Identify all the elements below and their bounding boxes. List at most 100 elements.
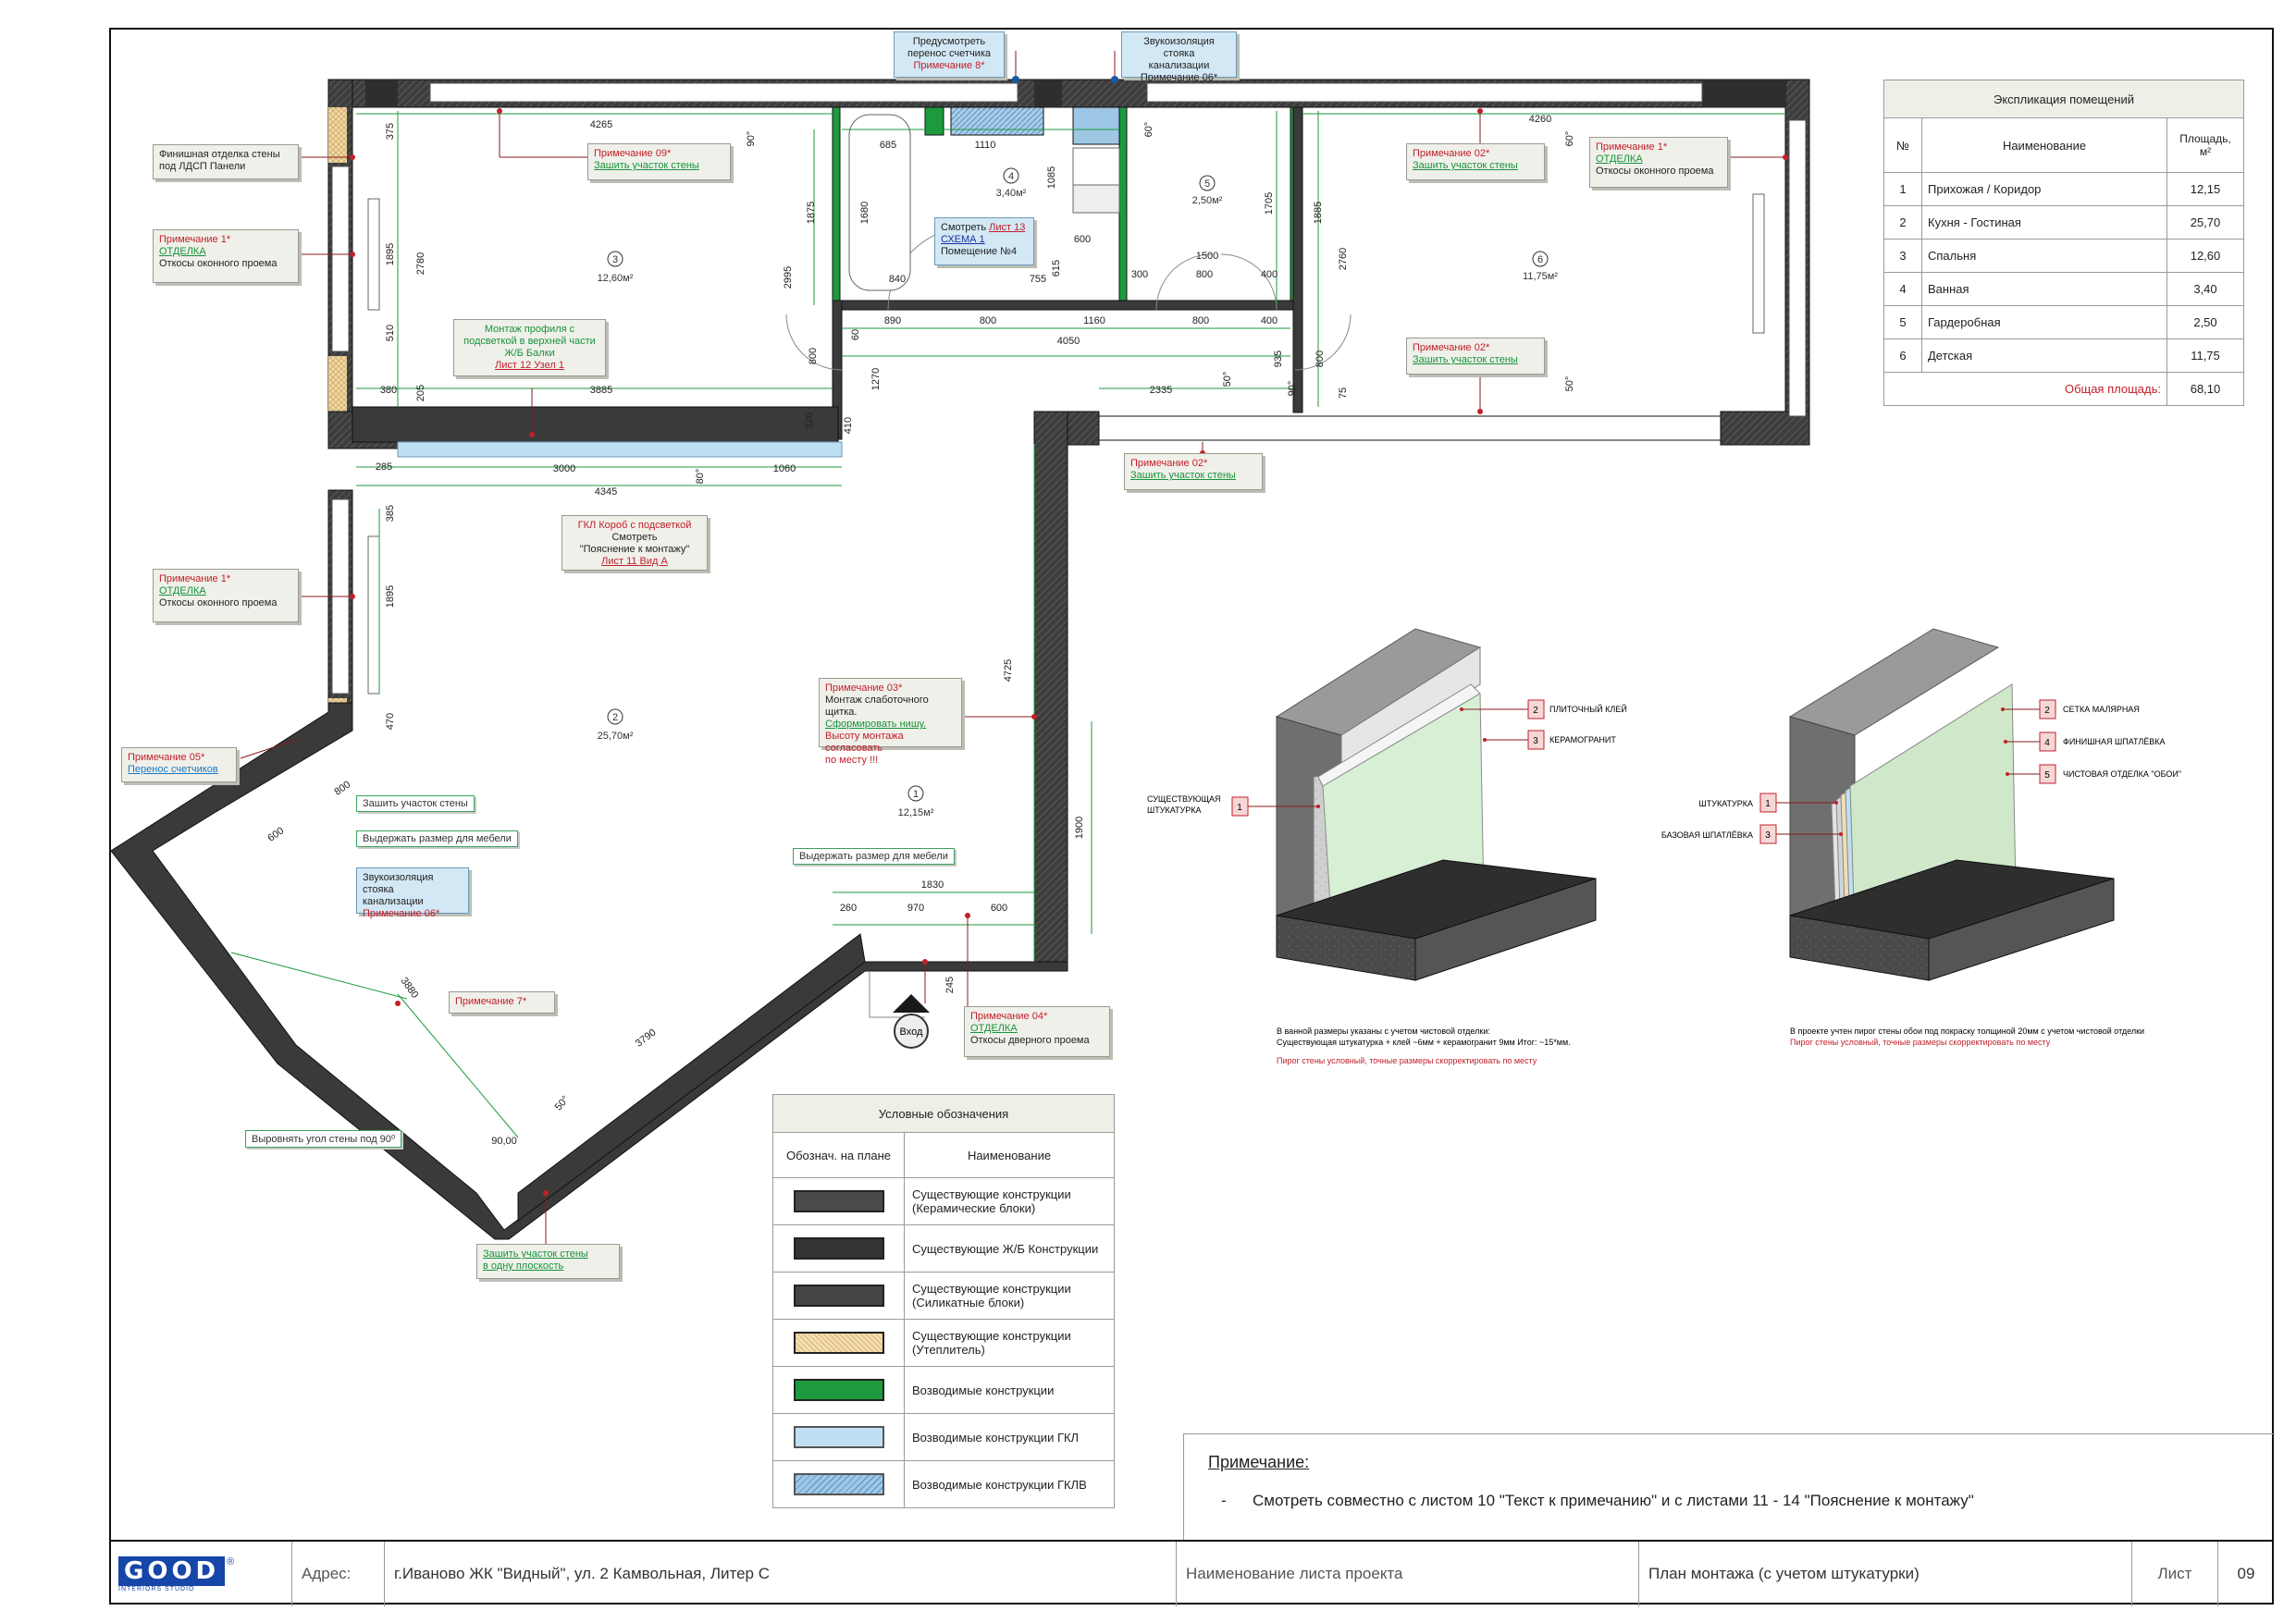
svg-text:3000: 3000 [553,463,575,474]
sheet-name-label: Наименование листа проекта [1177,1542,1639,1606]
note-window-1a: Примечание 1* ОТДЕЛКА Откосы оконного пр… [153,229,299,283]
svg-text:1900: 1900 [1074,817,1085,839]
svg-text:1: 1 [1765,799,1771,809]
note-wall-plane: Зашить участок стены в одну плоскость [476,1244,620,1279]
svg-text:2: 2 [2044,706,2050,716]
note-see-sheet13: Смотреть Лист 13 СХЕМА 1 Помещение №4 [934,217,1034,265]
note-profile: Монтаж профиля с подсветкой в верхней ча… [453,319,606,376]
svg-text:1830: 1830 [921,879,944,891]
svg-text:3880: 3880 [399,976,421,1001]
svg-text:ШТУКАТУРКА: ШТУКАТУРКА [1699,799,1753,808]
svg-text:2995: 2995 [783,266,794,289]
note-wall-02c: Примечание 02* Зашить участок стены [1124,453,1263,490]
room-5-area: 2,50м² [1192,195,1223,206]
svg-text:800: 800 [980,315,996,326]
svg-text:50°: 50° [1222,372,1233,387]
svg-text:60°: 60° [1143,122,1154,138]
svg-text:510: 510 [385,325,396,341]
svg-text:80°: 80° [695,469,706,485]
svg-text:1705: 1705 [1264,192,1275,215]
svg-text:4345: 4345 [595,486,617,498]
svg-text:1060: 1060 [773,463,796,474]
svg-text:1680: 1680 [859,202,870,224]
svg-text:410: 410 [843,417,854,434]
svg-text:СЕТКА МАЛЯРНАЯ: СЕТКА МАЛЯРНАЯ [2063,705,2140,714]
svg-text:400: 400 [1261,315,1278,326]
svg-text:В ванной размеры указаны с уче: В ванной размеры указаны с учетом чистов… [1277,1027,1490,1036]
svg-text:470: 470 [385,713,396,730]
address-label: Адрес: [292,1542,385,1606]
svg-text:90°: 90° [1287,381,1298,397]
entrance-marker: Вход [893,994,930,1049]
svg-text:КЕРАМОГРАНИТ: КЕРАМОГРАНИТ [1549,735,1616,744]
svg-text:60°: 60° [1564,131,1575,147]
note-counters-05: Примечание 05* Перенос счетчиков [121,747,237,782]
address-value: г.Иваново ЖК "Видный", ул. 2 Камвольная,… [385,1542,1177,1606]
svg-text:1085: 1085 [1046,166,1057,189]
sheet-label: Лист [2132,1542,2218,1606]
svg-text:1895: 1895 [385,243,396,265]
svg-text:В проекте учтен пирог стены об: В проекте учтен пирог стены обои под пок… [1790,1027,2144,1036]
svg-text:БАЗОВАЯ ШПАТЛЁВКА: БАЗОВАЯ ШПАТЛЁВКА [1661,830,1753,840]
svg-text:800: 800 [1196,269,1213,280]
door-swings [785,226,1352,1018]
svg-text:3885: 3885 [590,385,612,396]
svg-text:285: 285 [376,461,392,473]
svg-text:5: 5 [2044,770,2050,781]
svg-text:840: 840 [889,274,906,285]
room-2-area: 25,70м² [598,731,634,742]
leader-dots [350,108,1788,1196]
room-2-num: 2 [612,712,618,723]
svg-text:2760: 2760 [1338,248,1349,270]
svg-text:375: 375 [385,123,396,140]
svg-text:205: 205 [415,385,426,401]
svg-text:75: 75 [1338,387,1349,399]
room-3-area: 12,60м² [598,273,634,284]
svg-text:50°: 50° [553,1094,572,1113]
logo-subtitle: INTERIORS STUDIO [118,1585,195,1592]
legend-table: Условные обозначения Обознач. на плане Н… [772,1094,1115,1508]
svg-text:90,00: 90,00 [491,1136,517,1147]
note-sound-riser-bottom: Звукоизоляция стояка канализации Примеча… [356,867,469,919]
svg-text:2780: 2780 [415,252,426,275]
note-wall-02b: Примечание 02* Зашить участок стены [1406,338,1545,375]
swatch-insulation [793,1332,884,1354]
svg-text:Существующая штукатурка + клей: Существующая штукатурка + клей ~6мм + ке… [1277,1038,1571,1047]
svg-text:ФИНИШНАЯ ШПАТЛЁВКА: ФИНИШНАЯ ШПАТЛЁВКА [2063,737,2166,746]
svg-text:1875: 1875 [806,202,817,224]
note-7: Примечание 7* [449,991,555,1014]
svg-text:ШТУКАТУРКА: ШТУКАТУРКА [1147,805,1201,815]
svg-text:Пирог стены условный, точные р: Пирог стены условный, точные размеры ско… [1790,1038,2051,1047]
room-3-num: 3 [612,254,618,265]
swatch-new-construction [793,1379,884,1401]
room-labels: 1 12,15м² 2 25,70м² 3 12,60м² 4 3,40м² 5… [598,167,1558,818]
svg-text:385: 385 [385,505,396,522]
svg-text:890: 890 [884,315,901,326]
svg-text:4265: 4265 [590,119,612,130]
note-wall-02a: Примечание 02* Зашить участок стены [1406,143,1545,180]
note-wall-09: Примечание 09* Зашить участок стены [587,143,731,180]
svg-text:4: 4 [2044,738,2050,748]
room-1-num: 1 [913,789,919,800]
tag-furniture-2: Выдержать размер для мебели [793,848,955,865]
svg-text:ПЛИТОЧНЫЙ КЛЕЙ: ПЛИТОЧНЫЙ КЛЕЙ [1549,704,1627,714]
svg-text:4725: 4725 [1003,659,1014,682]
svg-text:615: 615 [1051,260,1062,277]
svg-text:1500: 1500 [1196,251,1218,262]
svg-text:755: 755 [1030,274,1046,285]
svg-text:800: 800 [1192,315,1209,326]
swatch-concrete [793,1237,884,1260]
remark-box: Примечание: - Смотреть совместно с листо… [1183,1433,2275,1541]
detail-wallpaper-wall: 1 3 2 4 5 ШТУКАТУРКА БАЗОВАЯ ШПАТЛЁВКА С… [1661,628,2181,1047]
detail-tile-wall: 1 2 3 СУЩЕСТВУЮЩАЯ ШТУКАТУРКА ПЛИТОЧНЫЙ … [1147,628,1627,1065]
remark-bullet: - [1221,1492,1227,1509]
svg-text:380: 380 [380,385,397,396]
svg-text:300: 300 [1131,269,1148,280]
note-panels: Финишная отделка стены под ЛДСП Панели [153,144,299,179]
title-block: GOOD ® INTERIORS STUDIO Адрес: г.Иваново… [109,1540,2274,1606]
note-sound-riser-top: Звукоизоляция стояка канализации Примеча… [1121,31,1237,83]
